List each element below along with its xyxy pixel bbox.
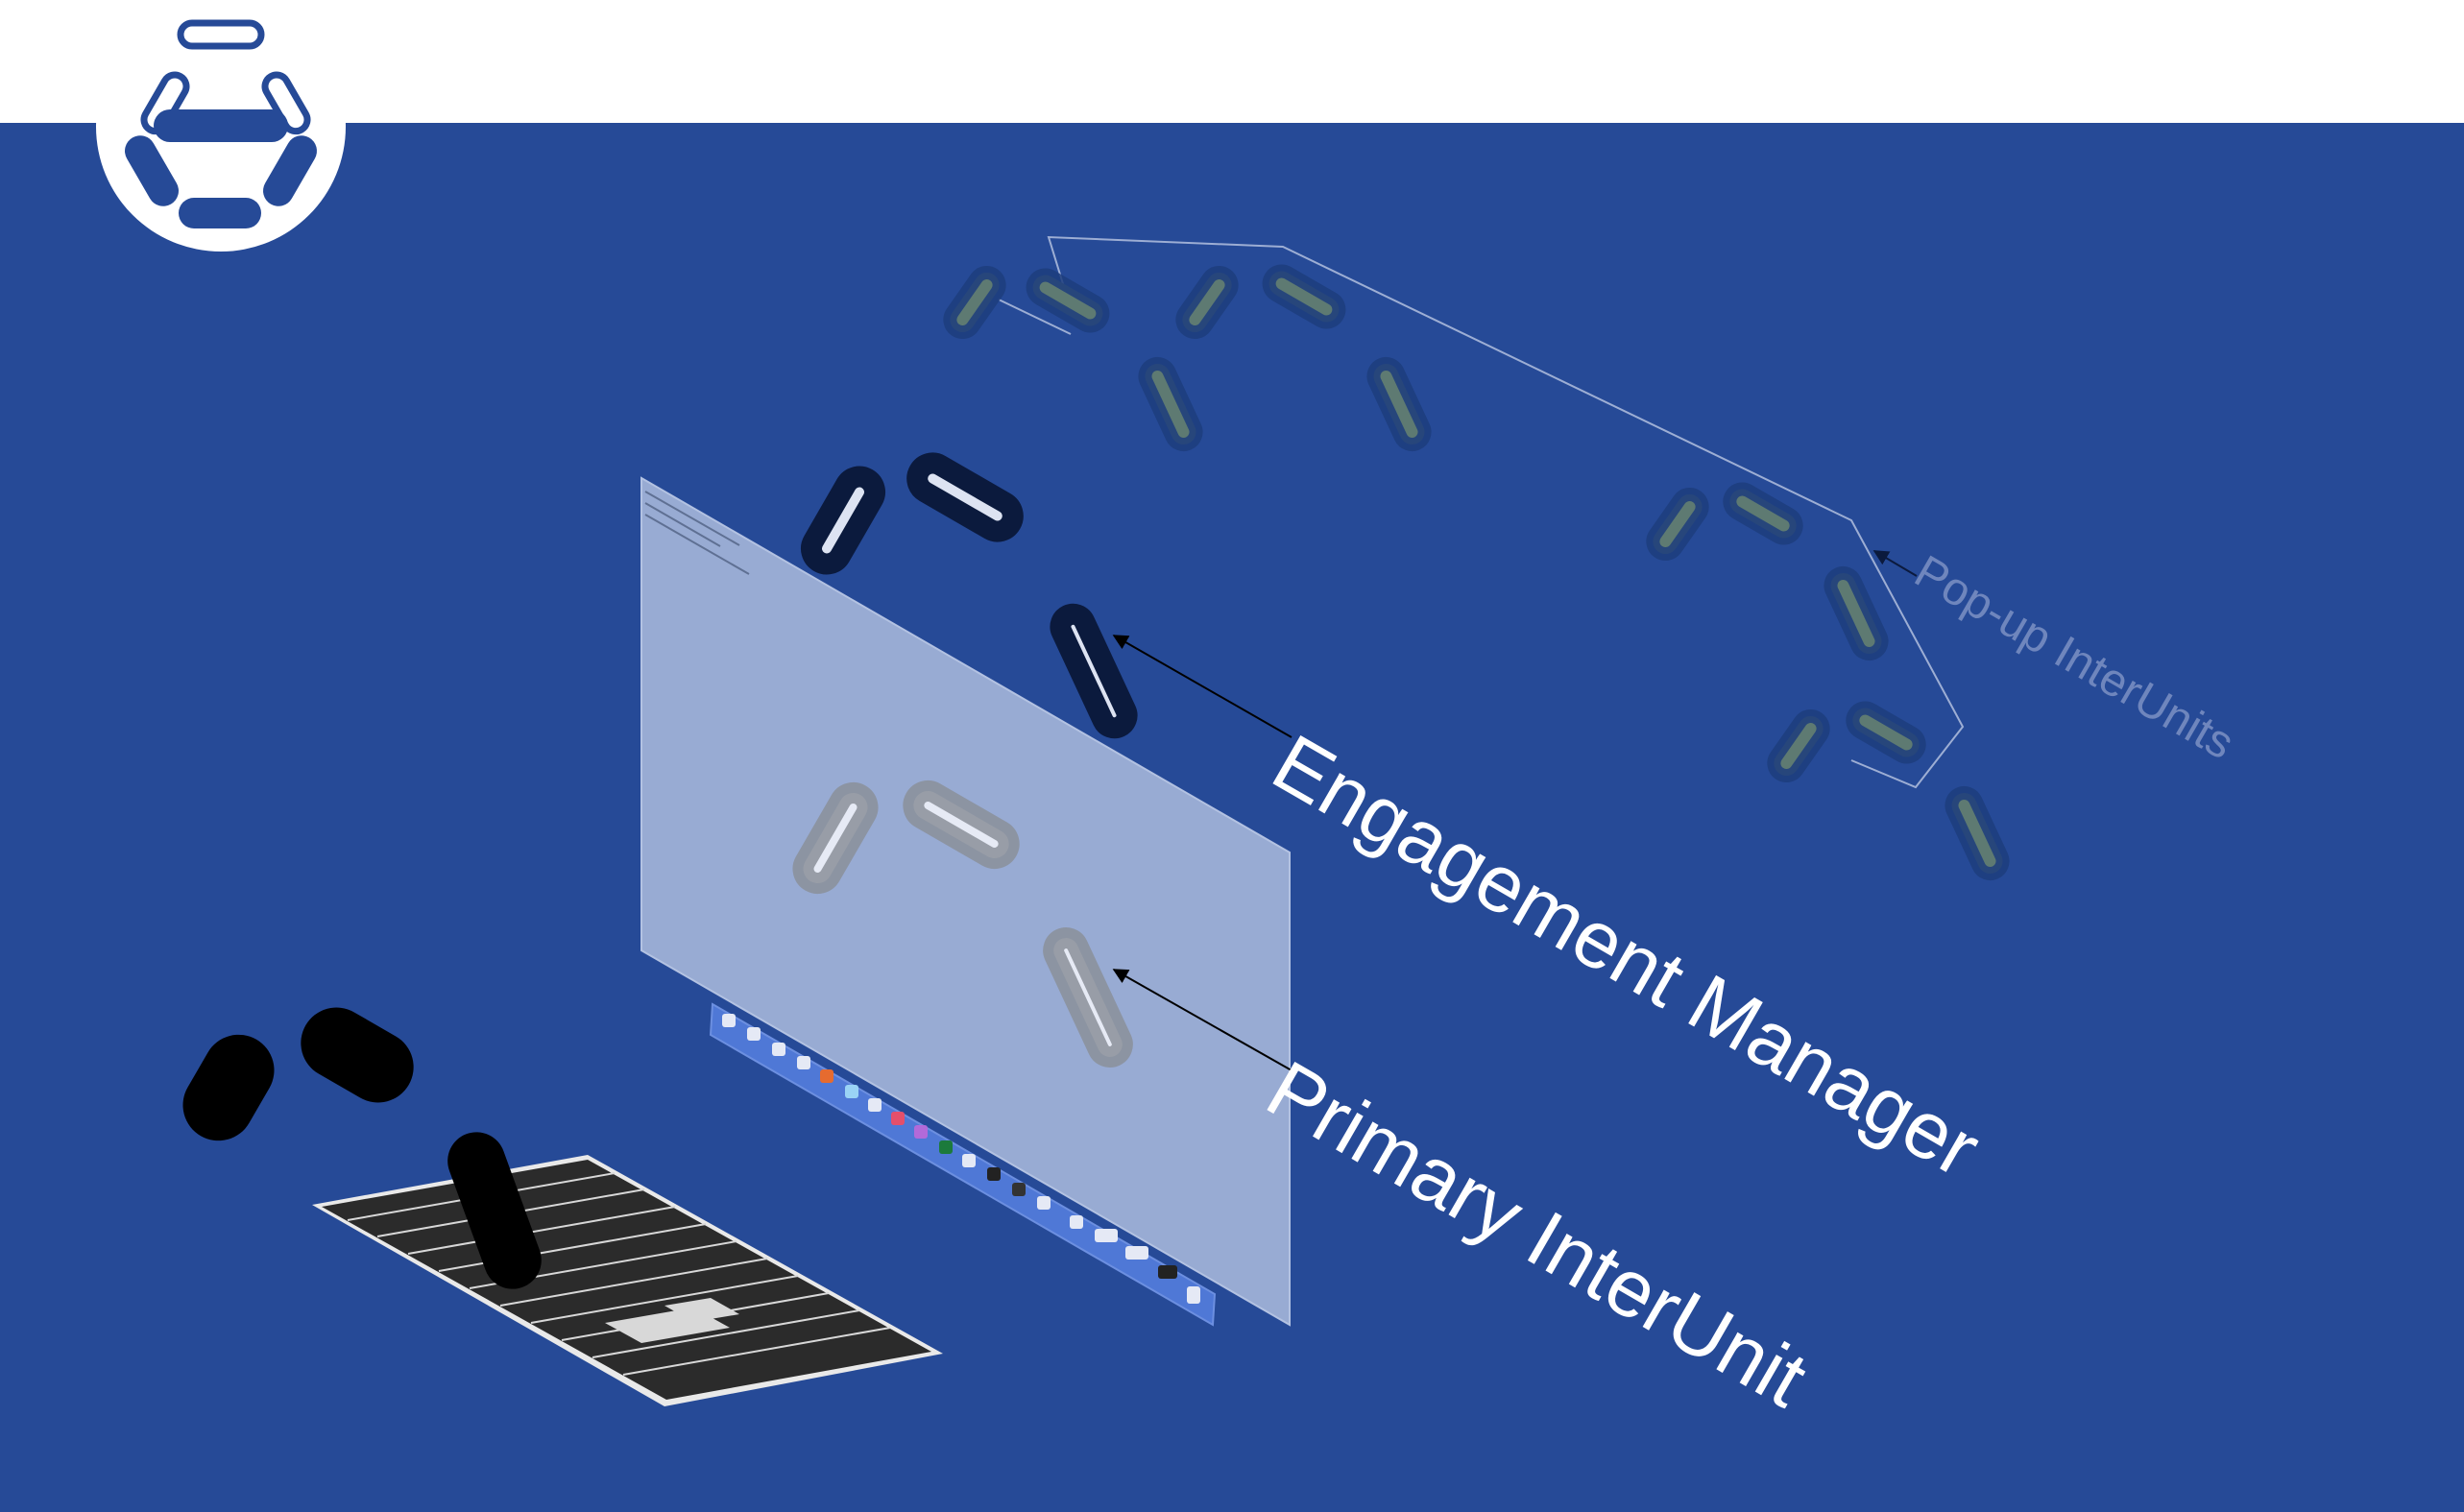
keyboard-side-units bbox=[182, 1007, 414, 1141]
primary-interunit-arrow bbox=[1112, 969, 1292, 1071]
keyboard-top-unit bbox=[447, 1132, 542, 1289]
dock-icon bbox=[709, 1002, 1217, 1327]
monitor-screen-icon bbox=[640, 476, 1291, 1327]
primary-interunit-units bbox=[792, 780, 1133, 1068]
interunit-ring-logo-icon bbox=[96, 2, 346, 252]
engagement-manager-arrow bbox=[1112, 635, 1292, 738]
engagement-manager-units bbox=[801, 452, 1138, 739]
popup-interunits bbox=[943, 264, 2010, 881]
popup-interunits-arrow bbox=[1872, 550, 1918, 577]
popup-interunits-outline bbox=[998, 235, 1965, 789]
keyboard-icon bbox=[312, 1155, 943, 1406]
